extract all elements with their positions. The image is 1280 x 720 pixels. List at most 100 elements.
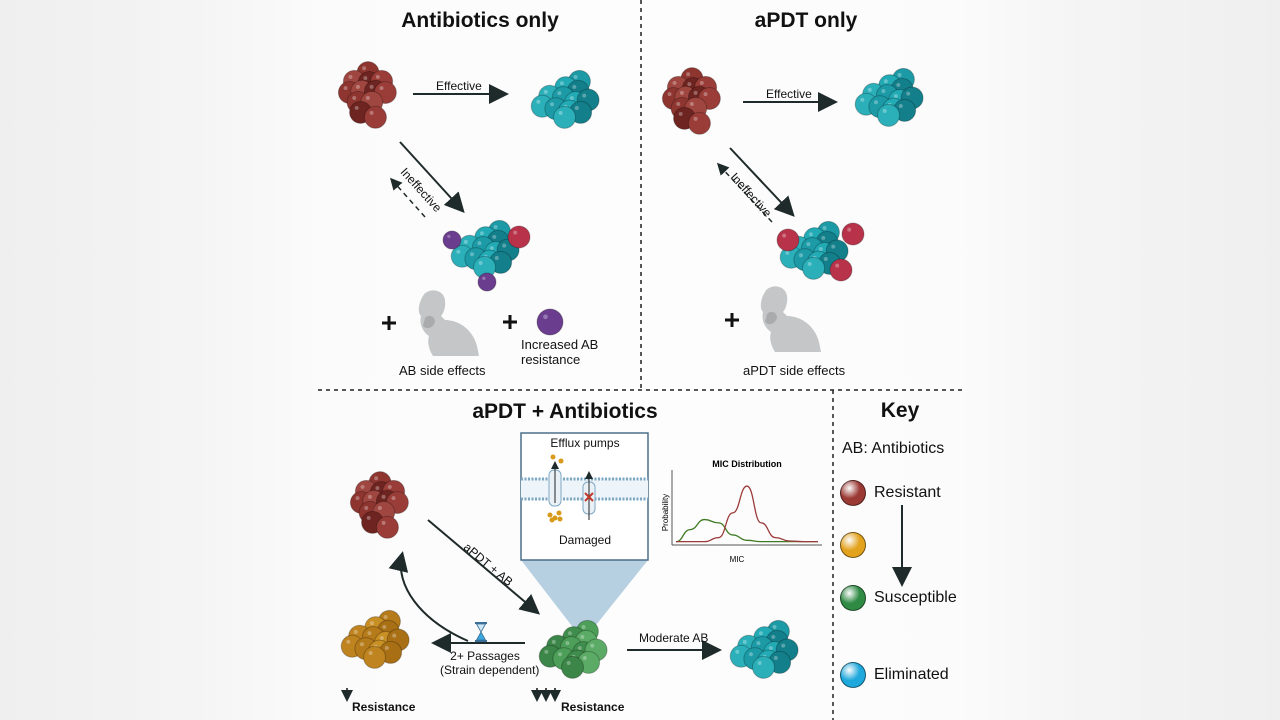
cell-highlight xyxy=(773,656,778,660)
chart-series-line-0 xyxy=(675,518,818,543)
efflux-pumps-label: Efflux pumps xyxy=(550,436,620,450)
cell-highlight xyxy=(494,256,499,260)
cell-highlight xyxy=(768,646,773,651)
person-nausea-icon xyxy=(760,286,821,352)
cell-highlight xyxy=(771,634,776,639)
cell-highlight xyxy=(703,92,708,97)
cell-highlight xyxy=(590,643,595,648)
cell-highlight xyxy=(550,102,554,107)
cell-highlight xyxy=(569,96,574,101)
cell-highlight xyxy=(348,74,353,79)
key-abbreviation: AB: Antibiotics xyxy=(842,440,945,457)
cell-highlight xyxy=(689,102,694,106)
cell-highlight xyxy=(360,484,365,489)
key-item-label: Susceptible xyxy=(874,589,957,606)
cell-highlight xyxy=(580,634,585,639)
cell-highlight xyxy=(384,646,389,650)
damaged-label: Damaged xyxy=(558,533,612,547)
cell-highlight xyxy=(565,641,570,646)
resistant-red-cell xyxy=(776,228,800,252)
cell-highlight xyxy=(881,89,886,94)
plus-icon xyxy=(503,315,517,329)
cell-highlight xyxy=(379,636,384,641)
increased-resistance-cell-icon xyxy=(536,308,564,336)
cell-highlight xyxy=(360,642,364,647)
cell-highlight xyxy=(346,639,351,644)
resistant-red-cell xyxy=(507,225,531,249)
cell-highlight xyxy=(492,234,497,239)
plus-icon xyxy=(725,313,739,327)
cell-highlight xyxy=(478,260,483,265)
cell-highlight xyxy=(860,97,865,102)
cell-highlight xyxy=(456,249,461,254)
bacterium-cell xyxy=(375,515,399,539)
cell-highlight xyxy=(867,87,872,92)
reversion-curved-arrow xyxy=(388,551,469,642)
panel-title-combined: aPDT + Antibiotics xyxy=(472,400,658,423)
cell-highlight xyxy=(749,652,753,657)
panel-title-apdt-only: aPDT only xyxy=(754,9,858,32)
chart-title: MIC Distribution xyxy=(712,459,782,469)
eliminated-cluster xyxy=(729,619,799,679)
cell-highlight xyxy=(735,649,740,654)
key-item xyxy=(840,532,874,558)
cell-highlight xyxy=(807,261,812,266)
cell-highlight xyxy=(758,631,763,636)
cell-highlight xyxy=(463,239,468,244)
cell-highlight xyxy=(808,232,813,237)
bacterium-cell xyxy=(553,105,577,129)
cell-highlight xyxy=(799,253,803,258)
cell-highlight xyxy=(363,76,368,81)
cell-highlight xyxy=(896,82,901,87)
cell-highlight xyxy=(582,93,587,98)
resistant-cluster xyxy=(661,67,721,135)
cell-highlight xyxy=(558,652,562,657)
cell-highlight xyxy=(822,226,827,230)
cell-highlight xyxy=(558,110,563,115)
cell-highlight xyxy=(369,84,374,89)
cell-highlight xyxy=(365,96,370,100)
cell-highlight xyxy=(835,263,840,268)
cell-highlight xyxy=(898,104,903,108)
bacterium-cell xyxy=(561,655,585,679)
chart-ylabel: Probability xyxy=(661,494,670,531)
cell-highlight xyxy=(883,79,888,84)
cell-highlight xyxy=(577,646,582,651)
key-item: Resistant xyxy=(840,480,941,506)
cell-highlight xyxy=(387,484,392,489)
effective-label: Effective xyxy=(436,79,482,93)
cell-highlight xyxy=(369,110,374,115)
key-color-swatch xyxy=(840,585,866,611)
cell-highlight xyxy=(559,81,564,86)
bacterium-cell xyxy=(687,111,711,135)
cell-highlight xyxy=(367,631,372,636)
cell-highlight xyxy=(806,242,811,247)
cell-highlight xyxy=(383,615,388,619)
right-resistance-down-arrows xyxy=(531,688,561,702)
cell-highlight xyxy=(821,235,826,240)
cell-highlight xyxy=(477,241,482,246)
cell-highlight xyxy=(392,633,397,638)
key-color-swatch xyxy=(840,662,866,688)
cell-highlight xyxy=(581,625,586,629)
antibiotic-molecules-icon xyxy=(547,454,564,523)
cell-highlight xyxy=(672,80,677,85)
cell-highlight xyxy=(893,94,898,99)
cell-highlight xyxy=(513,230,518,235)
cell-highlight xyxy=(375,486,380,491)
mixed-cluster xyxy=(776,220,865,282)
cell-highlight xyxy=(847,227,852,232)
cell-highlight xyxy=(686,72,691,77)
passages-line1: 2+ Passages xyxy=(450,649,520,663)
key-color-swatch xyxy=(840,532,866,558)
effective-label: Effective xyxy=(766,87,812,101)
left-resistance-label: Resistance xyxy=(352,700,416,714)
cell-highlight xyxy=(882,108,887,113)
cell-highlight xyxy=(906,91,911,96)
cell-highlight xyxy=(782,233,787,238)
susceptible-cluster xyxy=(538,619,608,679)
key-item-label: Resistant xyxy=(874,484,941,501)
cell-highlight xyxy=(678,111,683,116)
